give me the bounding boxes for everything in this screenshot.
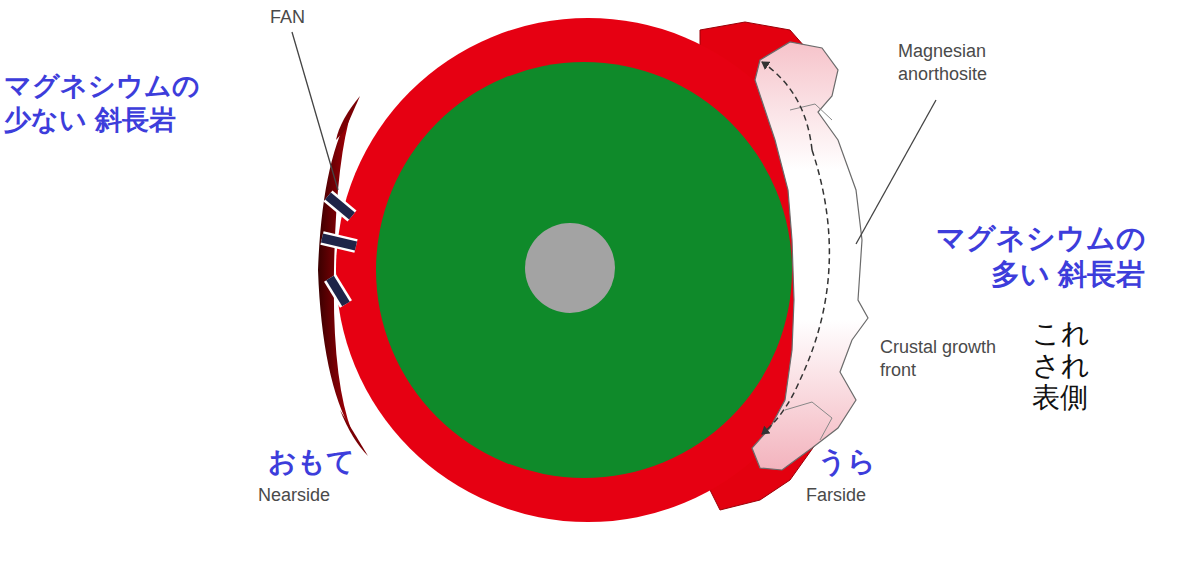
part-label: FAN bbox=[270, 6, 305, 29]
part-label: Magnesian anorthosite bbox=[898, 40, 1008, 85]
side-label: Nearside bbox=[258, 484, 330, 507]
side-label: うら bbox=[818, 444, 876, 479]
note-text: これ され 表側 bbox=[1032, 318, 1096, 415]
rock-label: マグネシウムの 多い 斜長岩 bbox=[928, 220, 1146, 293]
side-label: Farside bbox=[806, 484, 866, 507]
rock-label: マグネシウムの 少ない 斜長岩 bbox=[4, 70, 204, 138]
part-label: Crustal growth front bbox=[880, 336, 1010, 381]
side-label: おもて bbox=[268, 444, 355, 479]
